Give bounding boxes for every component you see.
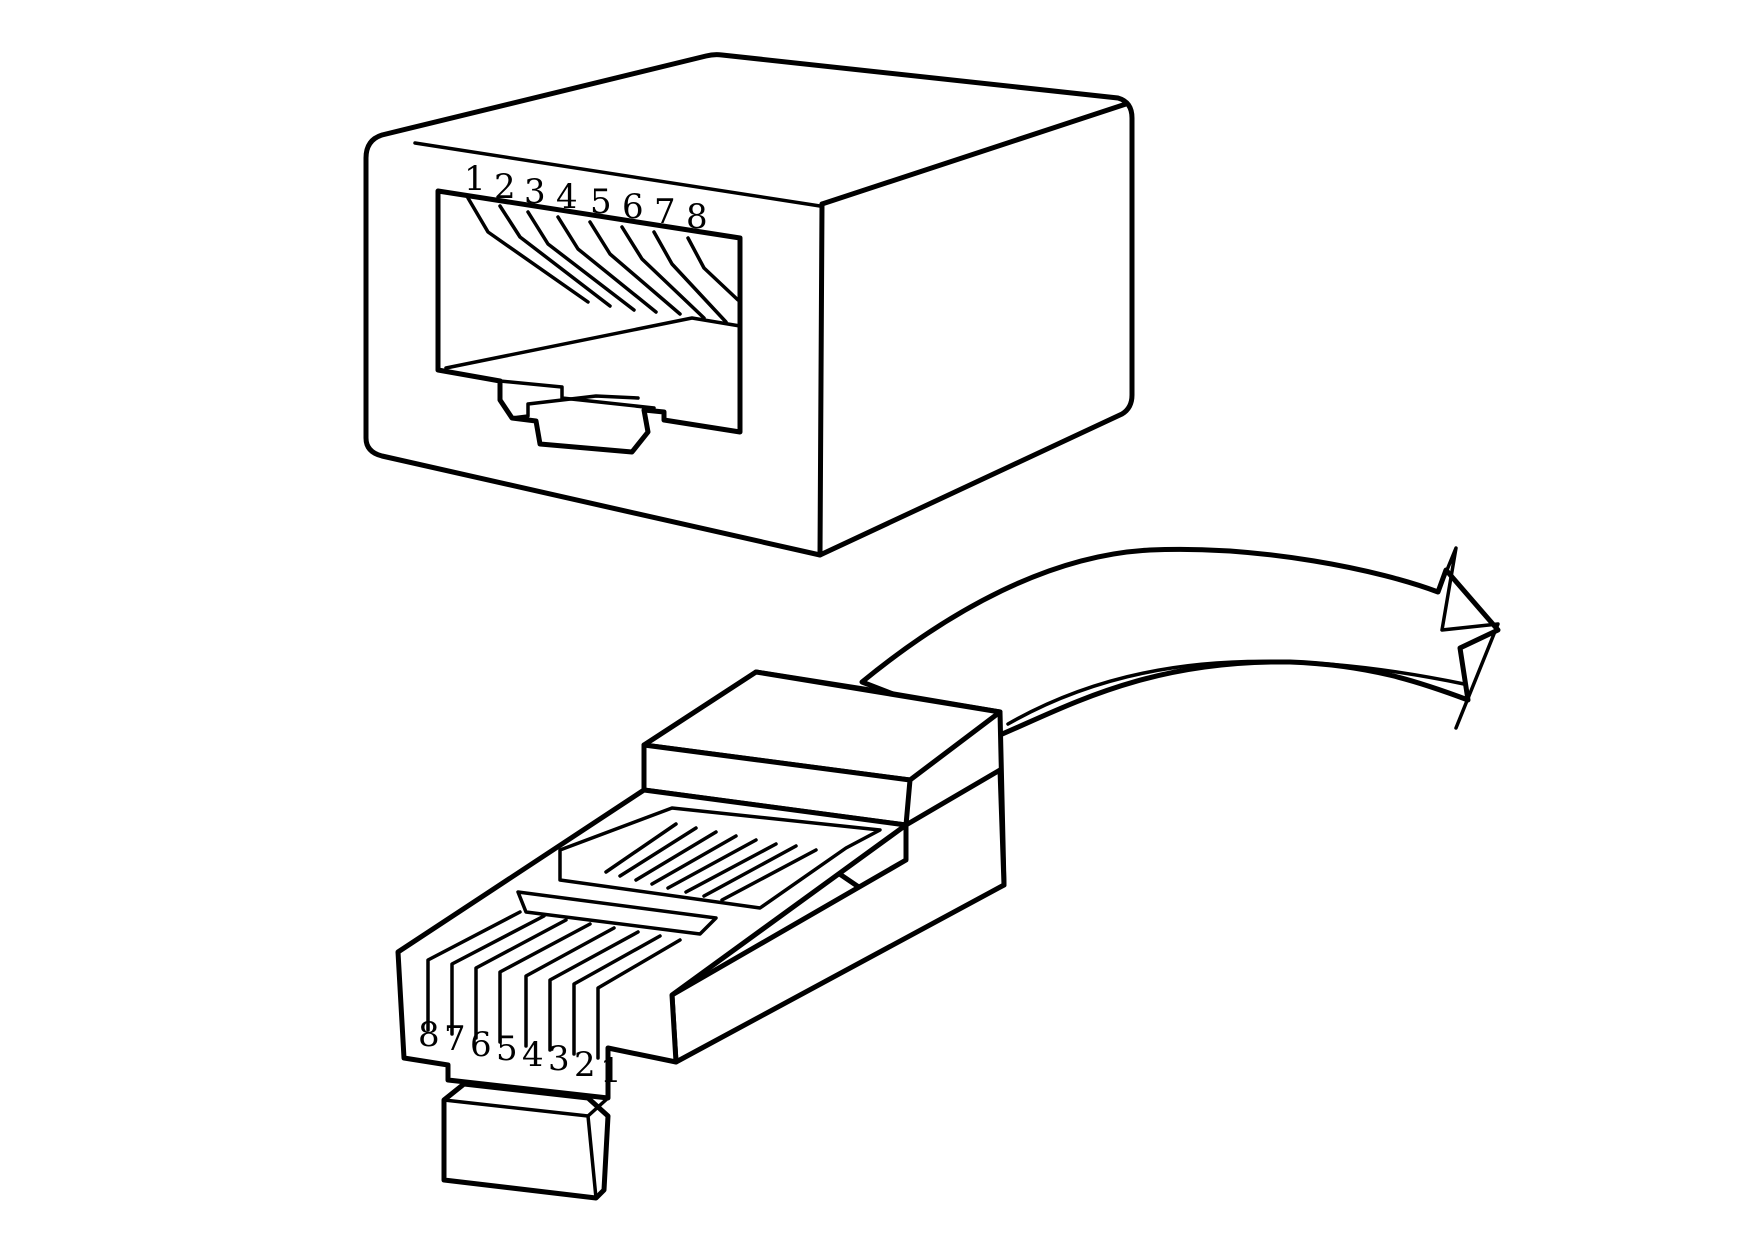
plug-top-contact	[650, 834, 738, 886]
plug-front-contact	[572, 934, 662, 1056]
plug-pin-label: 2	[574, 1045, 596, 1085]
jack-pin-label: 8	[686, 197, 708, 237]
plug-top-contact	[604, 822, 678, 874]
jack-port-floor	[444, 316, 742, 370]
plug-top-contact	[720, 848, 818, 902]
jack-contact-6	[620, 225, 706, 320]
plug-pin-label: 7	[444, 1019, 466, 1059]
plug-front-contact	[498, 922, 592, 1044]
plug-bottom-tab-top	[586, 1096, 610, 1118]
jack-contact-1	[466, 196, 590, 304]
plug-front-contact	[524, 926, 616, 1048]
jack-port-step	[498, 379, 656, 410]
jack-contact-4	[556, 215, 658, 314]
plug-front-contact	[596, 938, 682, 1060]
plug-top-contact	[618, 826, 698, 878]
cable-highlight	[1006, 659, 1466, 726]
jack-pin-label: 6	[622, 187, 644, 227]
jack-contact-7	[652, 230, 728, 324]
rj45-plug: 8 7 6 5 4 3 2 1	[395, 669, 1007, 1201]
plug-pin-label: 4	[522, 1035, 544, 1075]
plug-top-contact	[634, 830, 718, 882]
jack-top-edge	[819, 101, 1129, 207]
plug-front-contact	[474, 918, 568, 1040]
jack-top-rim	[413, 141, 822, 208]
jack-port-step-lower	[510, 394, 640, 420]
plug-top-contact	[684, 842, 778, 894]
jack-corner-edge	[817, 201, 825, 558]
plug-pin-label: 5	[496, 1029, 518, 1069]
jack-front-face	[363, 52, 1135, 558]
jack-pin-labels: 1 2 3 4 5 6 7 8	[464, 159, 708, 237]
jack-contact-5	[588, 220, 682, 316]
jack-pin-label: 5	[590, 182, 612, 222]
jack-pin-label: 2	[494, 167, 516, 207]
jack-pin-label: 3	[524, 172, 546, 212]
plug-front-contacts	[426, 910, 682, 1060]
rj45-jack: 1 2 3 4 5 6 7 8	[363, 52, 1135, 558]
cable-cut-break	[1436, 546, 1500, 730]
plug-top-contact	[666, 838, 758, 890]
jack-contact-3	[526, 210, 636, 312]
plug-pin-labels: 8 7 6 5 4 3 2 1	[418, 1015, 622, 1091]
plug-front-contact	[426, 910, 522, 1032]
plug-window-bar	[516, 890, 718, 936]
plug-contact-window	[558, 806, 882, 910]
plug-pin-label: 1	[600, 1051, 622, 1091]
jack-contacts	[466, 196, 740, 324]
jack-port-opening	[435, 188, 743, 455]
plug-pin-label: 6	[470, 1025, 492, 1065]
plug-top-contacts	[604, 822, 818, 902]
network-cable	[859, 546, 1501, 738]
jack-contact-2	[498, 204, 612, 308]
jack-pin-label: 7	[654, 192, 676, 232]
plug-pin-label: 3	[548, 1039, 570, 1079]
plug-top-contact	[702, 844, 798, 898]
plug-front-contact	[450, 914, 546, 1036]
plug-pin-label: 8	[418, 1015, 440, 1055]
jack-pin-label: 1	[464, 159, 486, 199]
jack-pin-label: 4	[556, 177, 578, 217]
jack-contact-8	[686, 236, 740, 302]
plug-front-contact	[548, 930, 640, 1052]
